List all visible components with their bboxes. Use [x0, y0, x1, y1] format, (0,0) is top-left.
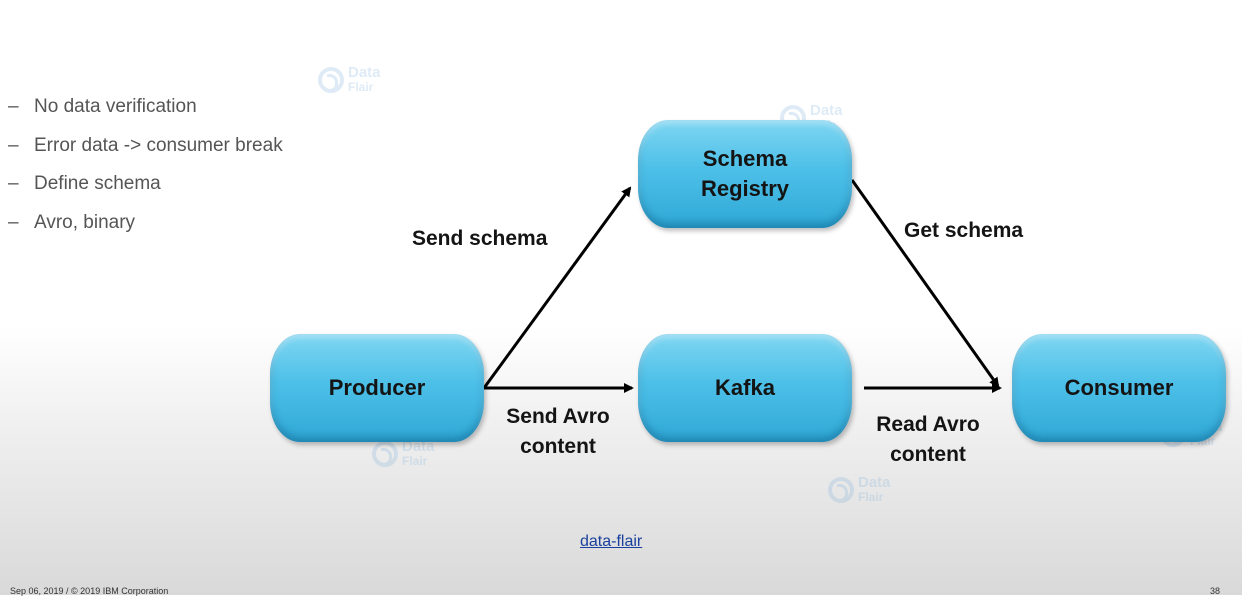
footer-copyright: Sep 06, 2019 / © 2019 IBM Corporation [10, 586, 169, 596]
data-flair-link[interactable]: data-flair [580, 533, 643, 550]
bullet-text: Define schema [34, 173, 161, 194]
watermark-icon [318, 67, 344, 93]
bullet-text: No data verification [34, 96, 197, 117]
label-send-avro-content: Send Avro content [506, 405, 610, 458]
bullet-dash: – [8, 96, 19, 117]
bullet-item: –No data verification [8, 88, 283, 127]
bullet-list: –No data verification –Error data -> con… [8, 88, 283, 242]
arrow-registry-to-consumer [850, 179, 1000, 388]
footer-page-number: 38 [1209, 586, 1220, 596]
bullet-text: Avro, binary [34, 211, 136, 233]
bullet-text: Error data -> consumer break [34, 134, 283, 156]
node-producer: Producer [270, 334, 484, 442]
watermark-icon [372, 441, 398, 467]
node-kafka: Kafka [638, 334, 852, 442]
bullet-item: –Avro, binary [8, 204, 283, 243]
watermark-icon [828, 477, 854, 503]
bullet-dash: – [8, 134, 19, 156]
arrow-producer-to-registry [482, 186, 632, 389]
label-send-schema: Send schema [412, 227, 548, 250]
node-consumer: Consumer [1012, 334, 1226, 442]
node-schema-registry: Schema Registry [638, 120, 852, 228]
bullet-dash: – [8, 173, 19, 194]
label-read-avro-content: Read Avro content [876, 413, 980, 466]
bullet-dash: – [8, 211, 19, 233]
bullet-item: –Define schema [8, 165, 283, 204]
label-get-schema: Get schema [904, 219, 1024, 242]
bullet-item: –Error data -> consumer break [8, 127, 283, 166]
